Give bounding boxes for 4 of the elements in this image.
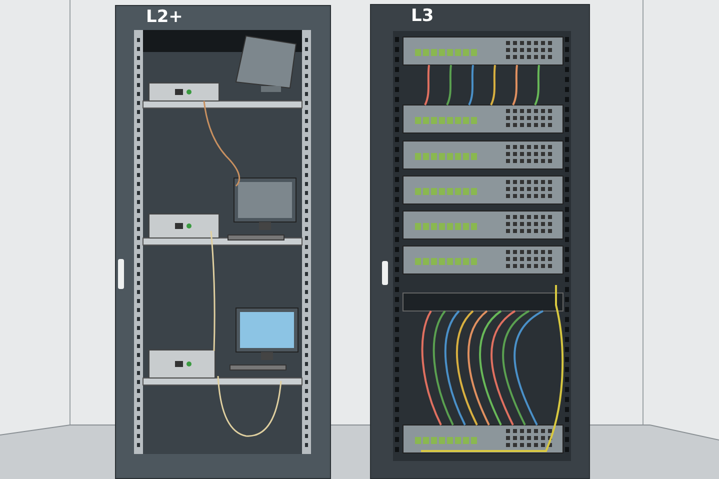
rack-label: L2+ — [146, 7, 183, 27]
rack-label: L3 — [411, 6, 434, 26]
server-rack — [370, 4, 590, 479]
server-rack — [115, 5, 331, 479]
